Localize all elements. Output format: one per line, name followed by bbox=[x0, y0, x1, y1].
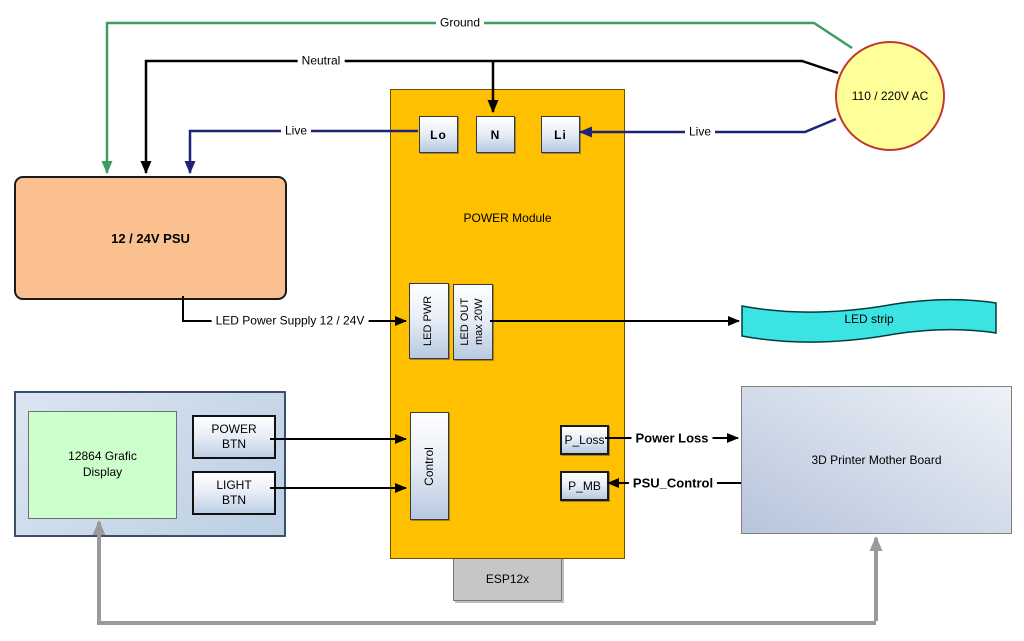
power-button-line1: POWER bbox=[211, 422, 257, 436]
ground-label: Ground bbox=[435, 15, 485, 31]
led-pwr-label: LED PWR bbox=[422, 295, 435, 347]
led-out-label: LED OUT max 20W bbox=[459, 298, 487, 346]
led-strip-shape bbox=[741, 299, 997, 343]
p-mb-label: P_MB bbox=[568, 479, 601, 493]
esp12x-label: ESP12x bbox=[485, 571, 530, 586]
terminal-li: Li bbox=[541, 116, 580, 153]
neutral-label: Neutral bbox=[297, 53, 345, 69]
control-label: Control bbox=[422, 446, 436, 486]
terminal-n: N bbox=[476, 116, 515, 153]
ac-source-label: 110 / 220V AC bbox=[851, 89, 929, 103]
light-button-line2: BTN bbox=[222, 493, 246, 507]
motherboard-label: 3D Printer Mother Board bbox=[811, 453, 942, 467]
led-out-line1: LED OUT bbox=[459, 298, 472, 346]
graphic-display-label: 12864 Grafic Display bbox=[68, 449, 137, 479]
motherboard-block: 3D Printer Mother Board bbox=[741, 386, 1012, 534]
led-out-port: LED OUT max 20W bbox=[453, 284, 493, 360]
led-out-line2: max 20W bbox=[473, 298, 485, 346]
p-loss-port: P_Loss bbox=[560, 425, 609, 455]
power-module-block: POWER Module Lo N Li LED PWR LED OUT max… bbox=[390, 89, 625, 559]
power-button: POWER BTN bbox=[192, 415, 276, 459]
live-label-left: Live bbox=[280, 123, 312, 139]
display-panel-block: 12864 Grafic Display POWER BTN LIGHT BTN bbox=[14, 391, 286, 537]
terminal-lo: Lo bbox=[419, 116, 458, 153]
ac-source: 110 / 220V AC bbox=[835, 41, 945, 151]
terminal-li-label: Li bbox=[554, 127, 567, 142]
live-label-right: Live bbox=[684, 124, 716, 140]
led-strip-wave bbox=[741, 299, 997, 343]
light-button: LIGHT BTN bbox=[192, 471, 276, 515]
p-loss-label: P_Loss bbox=[564, 433, 605, 447]
power-module-title: POWER Module bbox=[463, 211, 552, 225]
esp12x-block: ESP12x bbox=[453, 556, 562, 601]
psu-control-label: PSU_Control bbox=[628, 475, 718, 491]
power-button-line2: BTN bbox=[222, 437, 246, 451]
psu-label: 12 / 24V PSU bbox=[111, 230, 190, 246]
light-button-line1: LIGHT bbox=[216, 478, 252, 492]
psu-block: 12 / 24V PSU bbox=[14, 176, 287, 300]
led-pwr-port: LED PWR bbox=[409, 283, 449, 359]
led-supply-label: LED Power Supply 12 / 24V bbox=[211, 313, 369, 329]
led-strip-label: LED strip bbox=[844, 312, 894, 326]
p-mb-port: P_MB bbox=[560, 471, 609, 501]
control-port: Control bbox=[410, 412, 449, 520]
power-loss-label: Power Loss bbox=[631, 430, 713, 446]
terminal-lo-label: Lo bbox=[430, 127, 447, 142]
graphic-display: 12864 Grafic Display bbox=[28, 411, 177, 519]
terminal-n-label: N bbox=[490, 127, 501, 142]
